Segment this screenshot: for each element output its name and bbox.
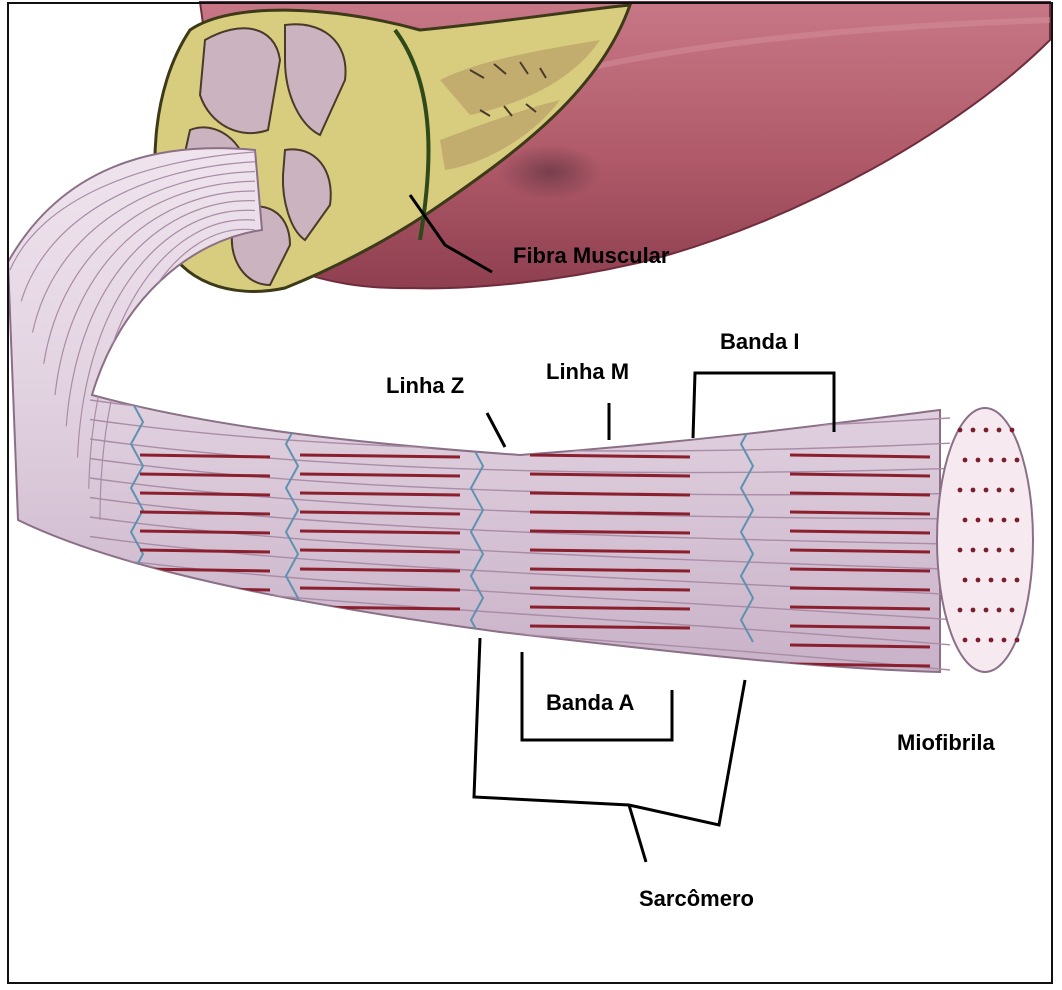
label-sarcomero: Sarcômero	[639, 888, 754, 910]
figure-border	[7, 2, 1053, 984]
label-banda-i: Banda I	[720, 331, 799, 353]
label-banda-a: Banda A	[546, 692, 634, 714]
label-linha-m: Linha M	[546, 361, 629, 383]
label-fibra-muscular: Fibra Muscular	[513, 245, 669, 267]
label-miofibrila: Miofibrila	[897, 732, 995, 754]
label-linha-z: Linha Z	[386, 375, 464, 397]
